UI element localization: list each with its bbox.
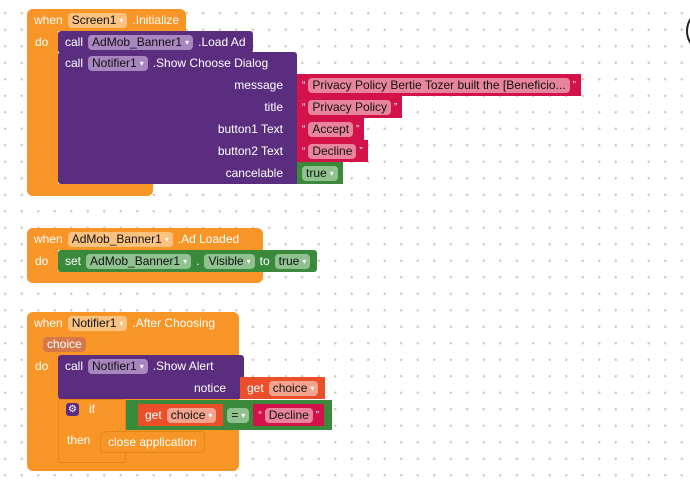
variable-dropdown[interactable]: choice▾ — [268, 380, 319, 396]
do-label: do — [35, 359, 49, 373]
if-label: if — [89, 402, 95, 416]
component-dropdown[interactable]: Screen1▾ — [67, 12, 128, 28]
component-dropdown[interactable]: Notifier1▾ — [88, 358, 148, 374]
call-label: call — [65, 56, 84, 70]
component-dropdown[interactable]: AdMob_Banner1▾ — [86, 253, 192, 269]
set-label: set — [65, 254, 82, 268]
get-choice-block[interactable]: get choice▾ — [138, 404, 224, 426]
show-choose-dialog-block[interactable]: call Notifier1▾ .Show Choose Dialog — [58, 52, 297, 96]
quote-icon: ” — [572, 79, 576, 91]
button1-text-block[interactable]: “ Accept ” — [297, 118, 365, 140]
get-label: get — [247, 381, 264, 395]
component-dropdown[interactable]: Notifier1▾ — [67, 315, 128, 331]
quote-icon: “ — [302, 145, 306, 157]
close-application-label: close application — [108, 435, 197, 449]
quote-icon: ” — [356, 123, 360, 135]
param-label-cancelable: cancelable — [58, 162, 297, 184]
method-label: .Show Choose Dialog — [152, 56, 269, 70]
event-header: when AdMob_Banner1▾ .Ad Loaded — [27, 228, 263, 250]
quote-icon: ” — [394, 101, 398, 113]
button2-text-block[interactable]: “ Decline ” — [297, 140, 368, 162]
button2-text-value[interactable]: Decline — [308, 143, 357, 159]
quote-icon: “ — [302, 123, 306, 135]
component-dropdown[interactable]: AdMob_Banner1▾ — [88, 34, 194, 50]
boolean-dropdown[interactable]: true▾ — [274, 253, 311, 269]
quote-icon: “ — [302, 101, 306, 113]
variable-dropdown[interactable]: choice▾ — [166, 407, 217, 423]
quote-icon: “ — [258, 409, 262, 421]
dot-label: . — [196, 254, 200, 268]
quote-icon: ” — [359, 145, 363, 157]
decline-text-value[interactable]: Decline — [264, 407, 313, 423]
title-text-value[interactable]: Privacy Policy — [308, 99, 392, 115]
load-ad-call-block[interactable]: call AdMob_Banner1▾ .Load Ad — [58, 31, 253, 53]
when-label: when — [34, 13, 63, 27]
set-visible-block[interactable]: set AdMob_Banner1▾ . Visible▾ to true▾ — [58, 250, 318, 272]
param-label-button1: button1 Text — [58, 118, 297, 140]
get-choice-block[interactable]: get choice▾ — [240, 377, 326, 399]
event-header: when Notifier1▾ .After Choosing — [27, 312, 222, 334]
boolean-dropdown[interactable]: true▾ — [302, 165, 338, 181]
message-text-block[interactable]: “ Privacy Policy Bertie Tozer built the … — [297, 74, 581, 96]
gear-icon[interactable]: ⚙ — [66, 403, 79, 416]
component-dropdown[interactable]: AdMob_Banner1▾ — [67, 231, 173, 247]
param-label-title: title — [58, 96, 297, 118]
event-bottom-bar — [27, 184, 153, 196]
component-dropdown[interactable]: Notifier1▾ — [88, 55, 148, 71]
get-label: get — [145, 408, 162, 422]
event-label: .Ad Loaded — [177, 232, 240, 246]
screen-initialize-event[interactable] — [27, 9, 58, 196]
message-text-value[interactable]: Privacy Policy Bertie Tozer built the [B… — [308, 77, 570, 93]
property-dropdown[interactable]: Visible▾ — [204, 253, 255, 269]
compare-block[interactable]: get choice▾ =▾ “ Decline ” — [126, 400, 333, 430]
quote-icon: ” — [315, 409, 320, 421]
do-label: do — [35, 35, 49, 49]
trash-can-icon[interactable] — [686, 12, 690, 50]
operator-dropdown[interactable]: =▾ — [227, 407, 250, 423]
cancelable-boolean-block[interactable]: true▾ — [297, 162, 343, 184]
choice-parameter[interactable]: choice — [43, 337, 86, 352]
event-header: when Screen1▾ .Initialize — [27, 9, 187, 31]
notice-label: notice — [193, 381, 226, 395]
to-label: to — [259, 254, 270, 268]
event-label: .Initialize — [132, 13, 180, 27]
call-label: call — [65, 359, 84, 373]
event-label: .After Choosing — [132, 316, 216, 330]
close-application-block[interactable]: close application — [100, 431, 205, 453]
param-label-button2: button2 Text — [58, 140, 297, 162]
quote-icon: “ — [302, 79, 306, 91]
method-label: .Show Alert — [152, 359, 214, 373]
do-label: do — [35, 254, 49, 268]
decline-text-block[interactable]: “ Decline ” — [253, 404, 325, 426]
call-label: call — [65, 35, 84, 49]
when-label: when — [34, 232, 63, 246]
event-bottom-bar — [27, 271, 263, 283]
button1-text-value[interactable]: Accept — [308, 121, 354, 137]
param-label-message: message — [58, 74, 297, 96]
method-label: .Load Ad — [198, 35, 246, 49]
title-text-block[interactable]: “ Privacy Policy ” — [297, 96, 403, 118]
when-label: when — [34, 316, 63, 330]
then-label: then — [67, 433, 91, 447]
